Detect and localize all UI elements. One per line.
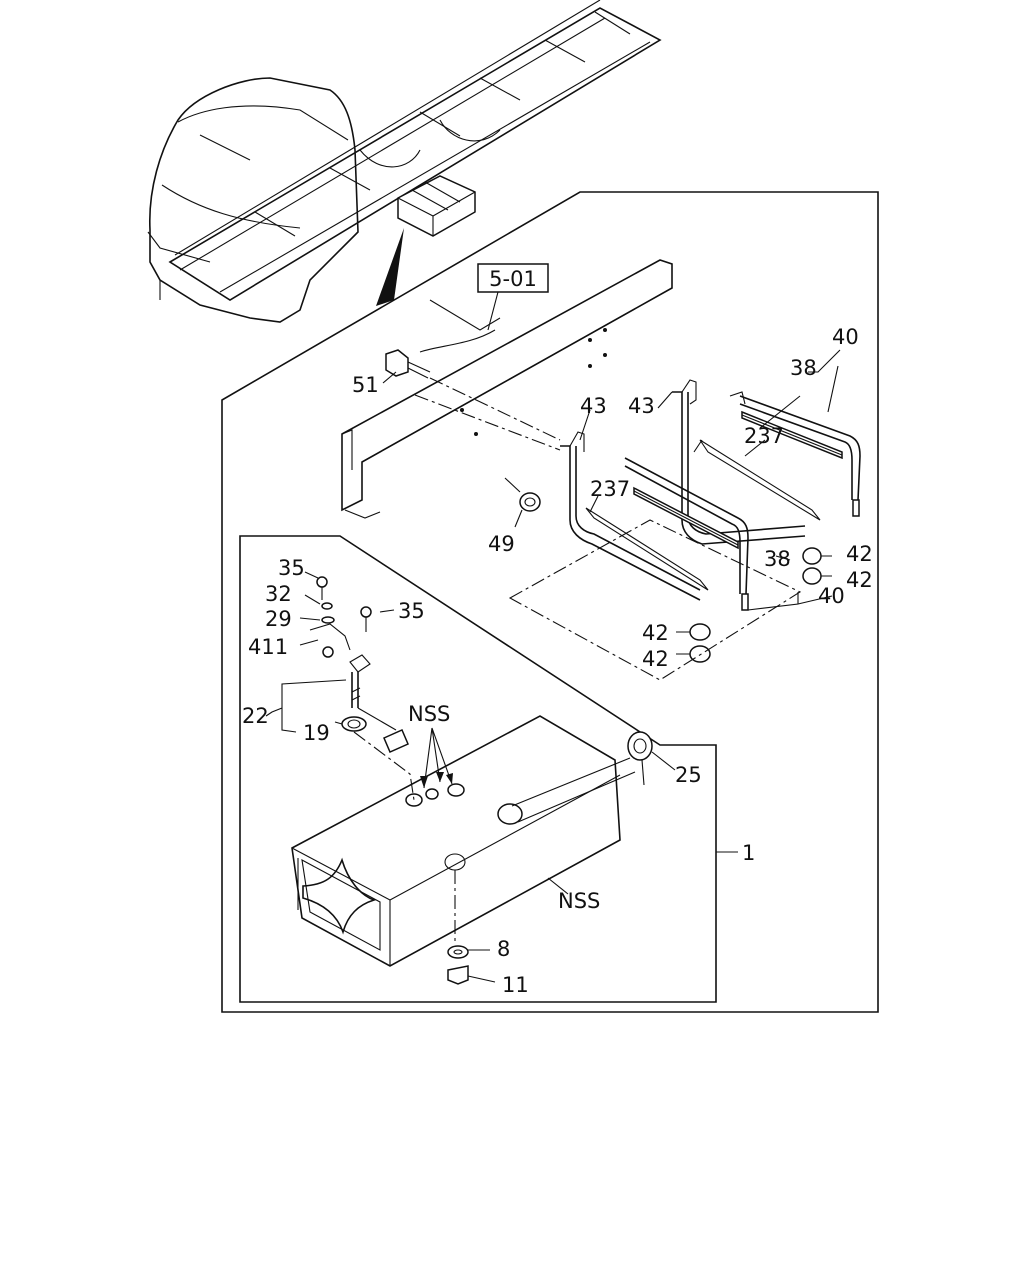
label-8: 8 <box>497 937 510 961</box>
bolt-51 <box>382 349 561 441</box>
bracket-assembly-rear <box>672 379 861 545</box>
label-49: 49 <box>488 532 515 556</box>
fuel-sender-unit <box>334 654 415 801</box>
callout-labels: 51 40 38 43 43 237 237 49 38 42 42 40 42… <box>242 325 873 997</box>
leader-lines <box>579 349 841 611</box>
label-42-a: 42 <box>846 542 873 566</box>
label-40-lower: 40 <box>818 584 845 608</box>
frame-rail <box>341 259 673 519</box>
label-51: 51 <box>352 373 379 397</box>
nss-arrows <box>420 727 453 789</box>
label-40-upper: 40 <box>832 325 859 349</box>
label-11: 11 <box>502 973 529 997</box>
leader-nss-tank <box>547 877 569 895</box>
label-nss-tank: NSS <box>558 889 600 913</box>
label-237-front: 237 <box>590 477 630 501</box>
bracket-22 <box>265 679 347 733</box>
label-19: 19 <box>303 721 330 745</box>
label-43-rear: 43 <box>628 394 655 418</box>
label-29: 29 <box>265 607 292 631</box>
bracket-assembly-front <box>560 431 749 611</box>
filler-cap-25 <box>627 731 676 786</box>
small-fasteners <box>299 571 395 658</box>
label-22: 22 <box>242 704 269 728</box>
reference-box: 5-01 <box>477 263 549 331</box>
fuel-tank <box>291 715 636 967</box>
label-35-left: 35 <box>278 556 305 580</box>
inner-tank-frame <box>239 535 717 1003</box>
label-32: 32 <box>265 582 292 606</box>
nut-49 <box>504 477 541 528</box>
label-38-upper: 38 <box>790 356 817 380</box>
truck-overview <box>147 0 662 323</box>
label-35-right: 35 <box>398 599 425 623</box>
label-25: 25 <box>675 763 702 787</box>
outer-frame <box>221 191 879 1013</box>
label-nss-top: NSS <box>408 702 450 726</box>
label-42-d: 42 <box>642 647 669 671</box>
label-411: 411 <box>248 635 288 659</box>
label-38-lower: 38 <box>764 547 791 571</box>
nuts-42 <box>676 547 832 663</box>
label-237-rear: 237 <box>744 424 784 448</box>
drain-plug-parts <box>447 945 496 985</box>
reference-label: 5-01 <box>489 267 537 291</box>
label-42-c: 42 <box>642 621 669 645</box>
label-43-front: 43 <box>580 394 607 418</box>
plane-outline <box>508 519 802 681</box>
label-42-b: 42 <box>846 568 873 592</box>
label-1: 1 <box>742 841 755 865</box>
